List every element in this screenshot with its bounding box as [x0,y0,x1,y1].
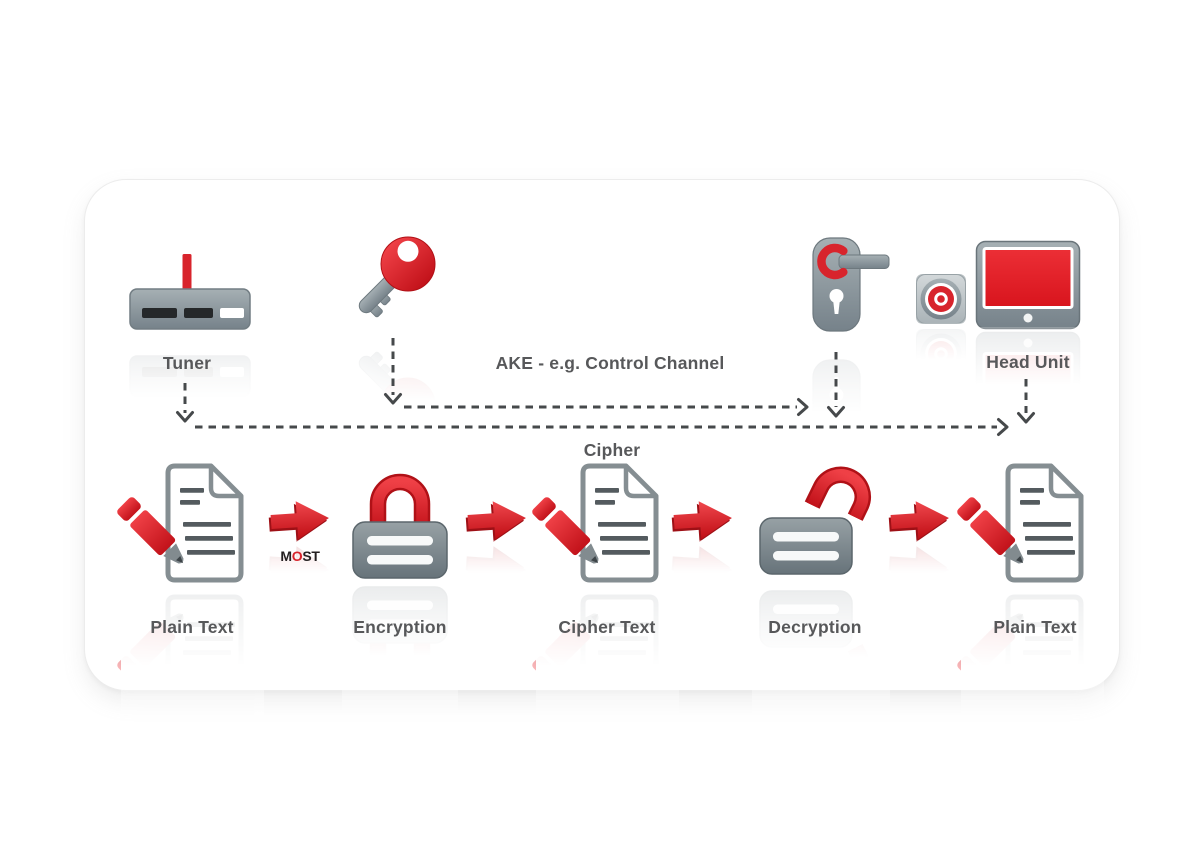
flow-arrow-icon [265,496,335,597]
flow-arrow-icon [885,496,955,597]
display-icon [971,240,1085,425]
padlock-open-icon [752,456,890,714]
head-unit-label: Head Unit [986,352,1070,372]
tuner-icon [121,250,259,439]
most-logo-o: O [291,548,303,564]
step-label-encryption: Encryption [353,617,447,637]
document-pencil-icon [957,458,1104,724]
step-label-cipher-text: Cipher Text [558,617,656,637]
padlock-closed-icon [342,458,458,712]
step-label-plain-text-2: Plain Text [993,617,1077,637]
document-pencil-icon [532,458,679,724]
key-icon [336,222,454,452]
most-logo-st: ST [302,548,320,564]
cipher-label: Cipher [583,440,641,460]
flow-arrow-icon [462,496,532,597]
step-label-decryption: Decryption [768,617,862,637]
control-channel-label: AKE - e.g. Control Channel [495,353,725,373]
document-pencil-icon [117,458,264,724]
speaker-icon [910,272,972,385]
door-handle-lock-icon [788,233,908,463]
tuner-label: Tuner [162,353,212,373]
diagram-card [84,179,1120,691]
most-logo-m: M [280,548,292,564]
step-label-plain-text-1: Plain Text [150,617,234,637]
flow-arrow-icon [668,496,738,597]
most-logo: MOST [268,549,332,563]
